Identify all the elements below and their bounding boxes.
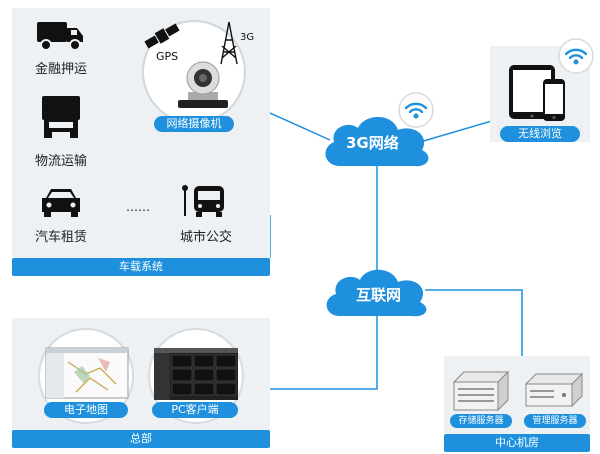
box-truck-icon [42,96,80,138]
gps-text: GPS [156,50,179,63]
camera-icon [178,61,228,108]
satellite-icon [144,23,180,49]
wifi-icon [398,92,434,128]
line-internet-datacenter [425,289,523,356]
cloud-3g-label: 3G网络 [346,134,399,152]
cloud-3g-icon [325,117,429,167]
vehicle-item-label: 金融押运 [34,62,87,77]
tower-icon [220,21,238,65]
wifi-icon [558,38,594,74]
phone-icon [543,79,565,121]
line-wireless-3g [419,117,503,143]
management-server-icon [524,372,584,408]
datacenter-title: 中心机房 [444,434,590,452]
car-icon [42,189,80,217]
camera-label: 网络摄像机 [154,116,234,132]
ellipsis-text: …… [126,200,150,214]
truck-icon [37,22,83,51]
vehicle-item-label: 城市公交 [179,230,232,245]
client-screen-icon [154,348,238,400]
cloud-internet-label: 互联网 [356,286,402,304]
vehicle-system-title: 车载系统 [12,258,270,276]
line-internet-hq [270,312,378,390]
hq-item-label: PC客户端 [152,402,238,418]
hq-item-label: 电子地图 [44,402,128,418]
cloud-internet-icon [326,269,427,317]
bus-icon [182,185,224,217]
datacenter-item-label: 管理服务器 [524,414,586,428]
wireless-label: 无线浏览 [500,126,580,142]
storage-server-icon [452,370,510,412]
datacenter-item-label: 存储服务器 [450,414,512,428]
3g-text: 3G [240,32,255,43]
map-screen-icon [45,347,129,399]
vehicle-item-label: 物流运输 [34,154,87,169]
vehicle-system-panel-ext [270,168,272,270]
hq-title: 总部 [12,430,270,448]
vehicle-item-label: 汽车租赁 [34,230,87,245]
